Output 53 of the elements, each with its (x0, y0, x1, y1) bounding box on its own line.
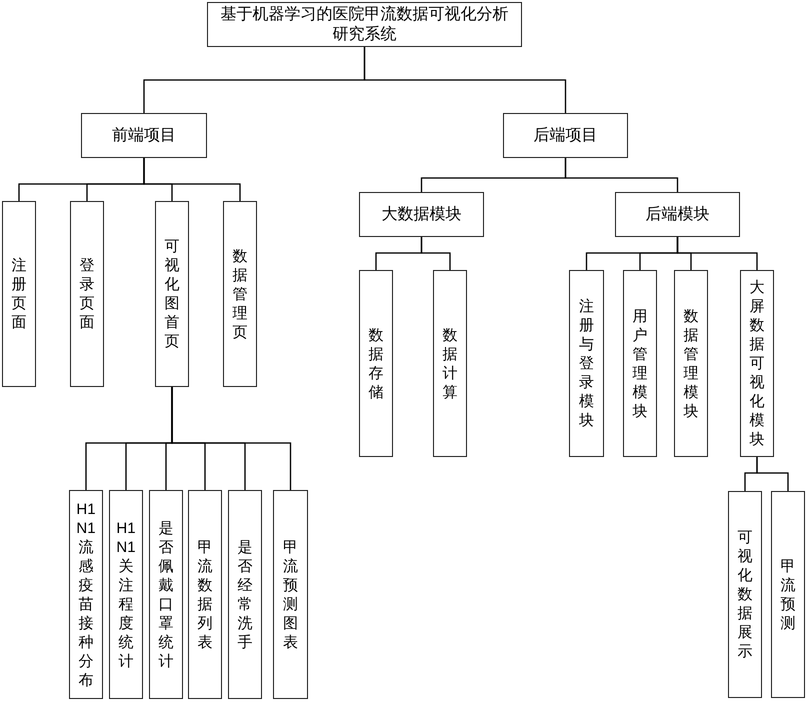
node-label: 大数据模块 (382, 204, 462, 224)
connector-line (143, 158, 241, 201)
node-label: 大屏数据可视化模块 (748, 278, 766, 449)
node-label: 后端项目 (534, 126, 598, 146)
process-box (503, 113, 628, 158)
node-label: 是否佩戴口罩统计 (158, 518, 174, 670)
process-box (615, 192, 740, 237)
module-box (223, 201, 257, 387)
node-label: 基于机器学习的医院甲流数据可视化分析研究系统 (220, 4, 510, 44)
node-label: 数据管理模块 (682, 306, 700, 420)
module-box (740, 270, 774, 457)
module-box (771, 491, 805, 698)
connector-line (171, 387, 292, 490)
connector-line (420, 237, 451, 270)
module-box (674, 270, 708, 457)
module-box (155, 201, 189, 387)
module-box (188, 490, 222, 699)
node-label: 可视化图首页 (164, 237, 180, 351)
process-box (207, 2, 522, 47)
node-label: 甲流预测图表 (282, 538, 299, 652)
node-label: 注册与登录模块 (578, 297, 595, 430)
connector-line (364, 47, 566, 113)
module-box (2, 201, 36, 387)
module-box (149, 490, 183, 699)
node-label: 后端模块 (646, 204, 710, 224)
module-box (728, 491, 762, 698)
node-label: 注册页面 (10, 256, 28, 332)
connector-line (564, 158, 678, 192)
module-box (623, 270, 657, 457)
node-label: H1N1关注程度统计 (116, 518, 136, 670)
module-box (69, 490, 103, 699)
process-box (359, 192, 484, 237)
module-box (70, 201, 104, 387)
node-label: 甲流数据列表 (196, 538, 214, 652)
node-label: 用户管理模块 (632, 306, 648, 420)
module-box (359, 270, 393, 457)
connector-line (676, 237, 758, 270)
module-box (109, 490, 143, 699)
module-box (569, 270, 604, 457)
module-box (273, 490, 308, 699)
process-box (81, 113, 207, 158)
connector-line (756, 457, 789, 491)
node-label: 数据计算 (442, 326, 458, 402)
node-label: 是否经常洗手 (236, 538, 254, 652)
node-label: 前端项目 (112, 126, 176, 146)
module-box (228, 490, 262, 699)
node-label: 登录页面 (78, 256, 96, 332)
module-box (433, 270, 467, 457)
node-label: 可视化数据展示 (736, 528, 754, 661)
node-label: 数据管理页 (232, 246, 248, 342)
node-label: H1N1流感疫苗接种分布 (76, 500, 96, 690)
node-label: 数据存储 (368, 326, 384, 402)
node-label: 甲流预测 (780, 556, 796, 632)
